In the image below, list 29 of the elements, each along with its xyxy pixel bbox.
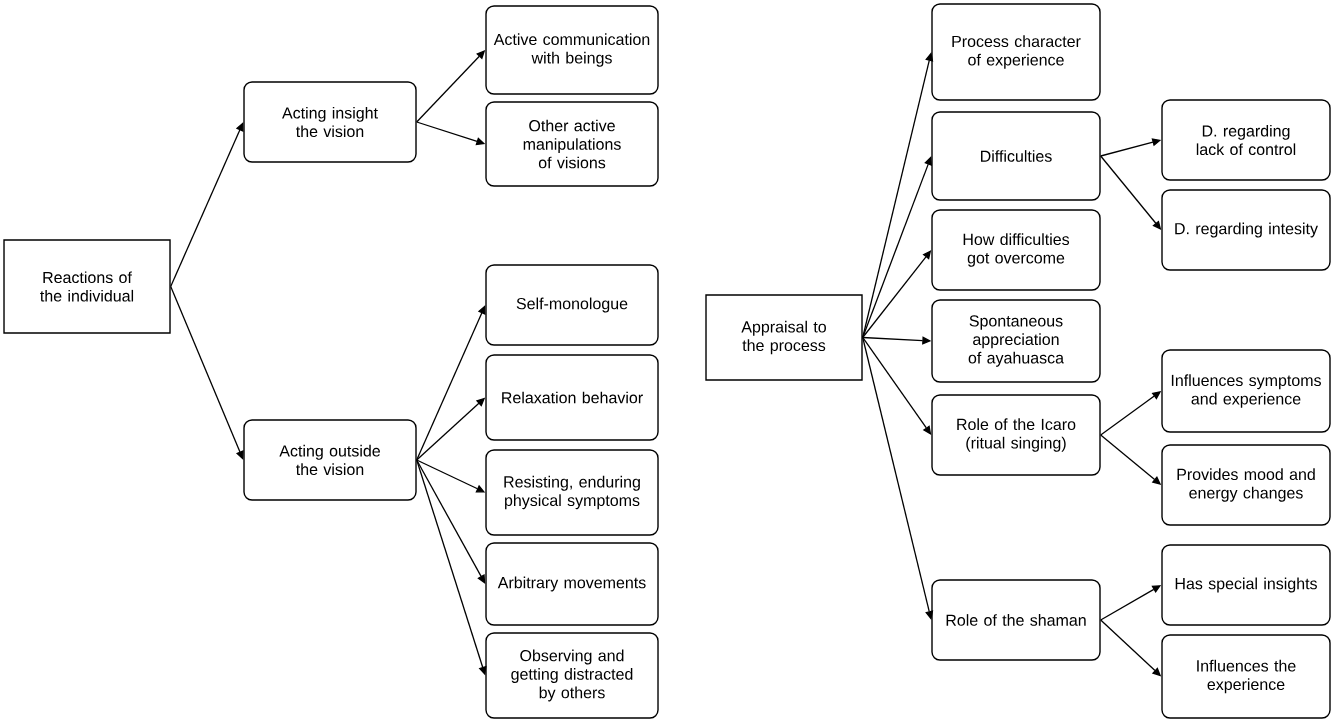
- arrow: [170, 122, 244, 288]
- category-box: Reactions of the individual: [3, 239, 171, 334]
- subcategory-box: Process character of experience: [931, 3, 1101, 101]
- subcategory-box: Role of the Icaro (ritual singing): [931, 394, 1101, 476]
- subcategory-box: Acting outside the vision: [243, 419, 417, 501]
- arrow: [416, 459, 486, 584]
- arrow: [170, 285, 244, 460]
- arrow: [862, 336, 934, 620]
- subcategory-box: Arbitrary movements: [485, 542, 659, 626]
- subcategory-box: Other active manipulations of visions: [485, 101, 659, 187]
- subcategory-box: Observing and getting distracted by others: [485, 632, 659, 719]
- subcategory-box: Provides mood and energy changes: [1161, 444, 1331, 526]
- arrow: [862, 336, 932, 435]
- subcategory-box: Spontaneous appreciation of ayahuasca: [931, 299, 1101, 383]
- arrow: [416, 305, 486, 461]
- subcategory-box: Acting insight the vision: [243, 81, 417, 163]
- subcategory-box: Role of the shaman: [931, 579, 1101, 661]
- subcategory-box: Has special insights: [1161, 544, 1331, 626]
- subcategory-box: Difficulties: [931, 111, 1101, 201]
- subcategory-box: How difficulties got overcome: [931, 209, 1101, 291]
- subcategory-box: Active communication with beings: [485, 5, 659, 95]
- subcategory-box: Relaxation behavior: [485, 354, 659, 441]
- subcategory-box: D. regarding lack of control: [1161, 99, 1331, 181]
- subcategory-box: Influences the experience: [1161, 634, 1331, 719]
- subcategory-box: Self-monologue: [485, 264, 659, 346]
- subcategory-box: D. regarding intesity: [1161, 189, 1331, 271]
- subcategory-box: Influences symptoms and experience: [1161, 349, 1331, 433]
- category-box: Appraisal to the process: [705, 294, 863, 381]
- subcategory-box: Resisting, enduring physical symptoms: [485, 449, 659, 536]
